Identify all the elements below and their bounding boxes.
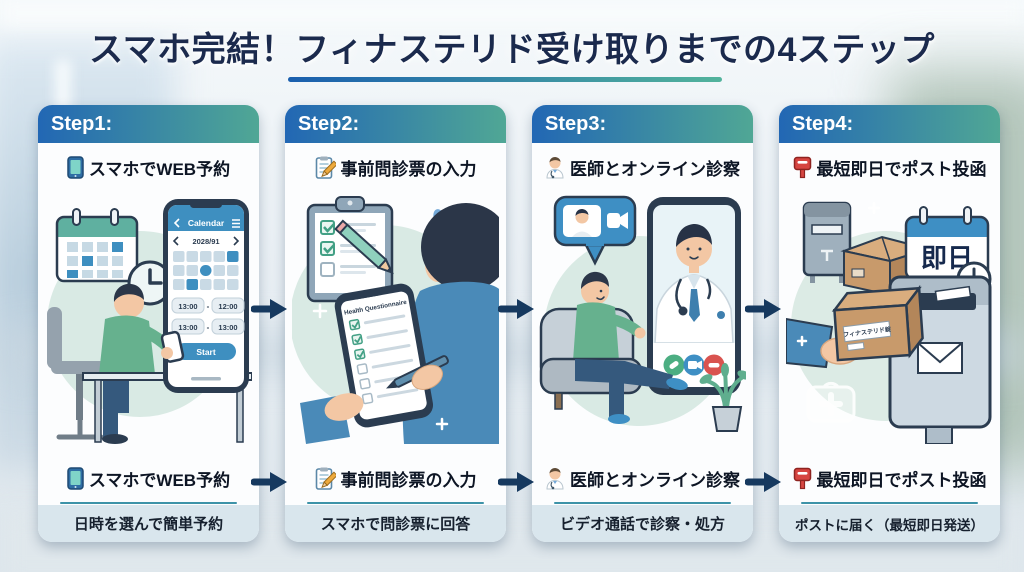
calendar-grid (173, 251, 239, 290)
hand-with-package: フィナステリド錠 (786, 284, 924, 369)
step-card-1: Step1: スマホでWEB予約 (38, 105, 259, 542)
next-month-icon (233, 236, 240, 246)
doctor-on-screen (654, 224, 734, 344)
envelope-icon (917, 342, 963, 374)
plant (699, 363, 746, 432)
step4-header: Step4: (779, 105, 1000, 143)
step2-illustration: Health Questionnaire (292, 191, 499, 444)
left-hand (300, 393, 364, 444)
step3-illustration (539, 191, 746, 444)
divider (554, 502, 731, 504)
slot1-start: 13:00 (178, 302, 197, 311)
questionnaire-rows (348, 314, 419, 405)
postbox-icon (793, 467, 812, 490)
step2-label: Step2: (298, 112, 360, 135)
step4-caption-text: 最短即日でポスト投函 (816, 470, 987, 490)
divider (307, 502, 484, 504)
step2-header: Step2: (285, 105, 506, 143)
back-chevron-icon (173, 218, 180, 228)
step2-heading-text: 事前問診票の入力 (340, 159, 477, 179)
step1-illustration: Calendar 2028/91 13:00 - (45, 191, 252, 444)
slot2-start: 13:00 (178, 323, 197, 332)
step4-caption: 最短即日でポスト投函 (779, 457, 1000, 499)
step3-heading: 医師とオンライン診察 (532, 145, 753, 189)
step2-caption-text: 事前問診票の入力 (340, 470, 477, 490)
step4-label: Step4: (792, 112, 854, 135)
prev-month-icon (172, 236, 179, 246)
sparkle-icons (796, 201, 881, 347)
step3-caption-text: 医師とオンライン診察 (570, 470, 740, 490)
step3-label: Step3: (545, 112, 607, 135)
doctor-icon (545, 467, 565, 490)
step2-footer: スマホで問診票に回答 (285, 505, 506, 542)
step1-heading: スマホでWEB予約 (38, 145, 259, 189)
doctor-icon (545, 156, 565, 179)
slot2-separator: - (207, 323, 210, 332)
phone-video-call (647, 197, 741, 395)
small-postbox (802, 201, 852, 283)
step3-header: Step3: (532, 105, 753, 143)
divider (801, 502, 978, 504)
slot2-end: 13:00 (218, 323, 237, 332)
phone-questionnaire: Health Questionnaire (334, 283, 434, 428)
clipboard-checklist (306, 196, 394, 303)
start-button (176, 343, 236, 360)
right-arrow-icon (745, 296, 783, 322)
step1-label: Step1: (51, 112, 113, 135)
divider (60, 502, 237, 504)
video-call-bubble (553, 195, 637, 266)
time-slot-row-1: 13:00 - 12:00 (171, 297, 245, 314)
step1-heading-text: スマホでWEB予約 (88, 159, 231, 179)
patient (573, 271, 646, 361)
phone-calendar-app: Calendar 2028/91 13:00 - (163, 199, 249, 393)
step4-heading: 最短即日でポスト投函 (779, 145, 1000, 189)
step4-illustration: 即日 (786, 191, 993, 444)
postbox-icon (793, 156, 812, 179)
right-arrow-icon (498, 296, 536, 322)
title-underline (288, 77, 722, 82)
right-arrow-icon (251, 296, 289, 322)
menu-icon (232, 219, 240, 228)
step4-heading-text: 最短即日でポスト投函 (816, 159, 987, 179)
phone-app-title: Calendar (188, 218, 225, 228)
sparkle-icons (312, 303, 449, 431)
chair (47, 307, 111, 440)
step3-footer: ビデオ通話で診察・処方 (532, 505, 753, 542)
step-card-2: Step2: 事前問診票の入力 (285, 105, 506, 542)
slot1-end: 12:00 (218, 302, 237, 311)
smartphone-icon (67, 466, 84, 490)
video-camera-icon (607, 213, 620, 228)
step4-footer: ポストに届く（最短即日発送） (779, 505, 1000, 542)
pencil-icon (334, 219, 394, 275)
smartphone-icon (67, 155, 84, 179)
background-ceiling (0, 0, 1024, 26)
memo-pencil-icon (315, 156, 336, 179)
step1-caption: スマホでWEB予約 (38, 457, 259, 499)
right-hand-with-pen (386, 355, 449, 390)
step1-caption-text: スマホでWEB予約 (88, 470, 231, 490)
start-button-label: Start (196, 347, 216, 357)
step2-heading: 事前問診票の入力 (285, 145, 506, 189)
right-arrow-icon (745, 469, 783, 495)
step1-header: Step1: (38, 105, 259, 143)
page-title: スマホ完結！フィナステリド受け取りまでの4ステップ (89, 31, 935, 69)
step3-caption: 医師とオンライン診察 (532, 457, 753, 499)
hand-with-phone (139, 325, 185, 363)
patient-legs (575, 359, 688, 424)
right-arrow-icon (498, 469, 536, 495)
memo-pencil-icon (315, 467, 336, 490)
right-arrow-icon (251, 469, 289, 495)
calendar-clock-icon (55, 208, 139, 283)
phone-month-nav: 2028/91 (192, 237, 219, 246)
first-aid-kit-icon (806, 381, 856, 423)
step-card-3: Step3: 医師とオンライン診察 (532, 105, 753, 542)
step2-caption: 事前問診票の入力 (285, 457, 506, 499)
slot1-separator: - (207, 302, 210, 311)
time-slot-row-2: 13:00 - 13:00 (171, 318, 245, 335)
step-card-4: Step4: 最短即日でポスト投函 (779, 105, 1000, 542)
step1-footer: 日時を選んで簡単予約 (38, 505, 259, 542)
step3-heading-text: 医師とオンライン診察 (570, 159, 740, 179)
